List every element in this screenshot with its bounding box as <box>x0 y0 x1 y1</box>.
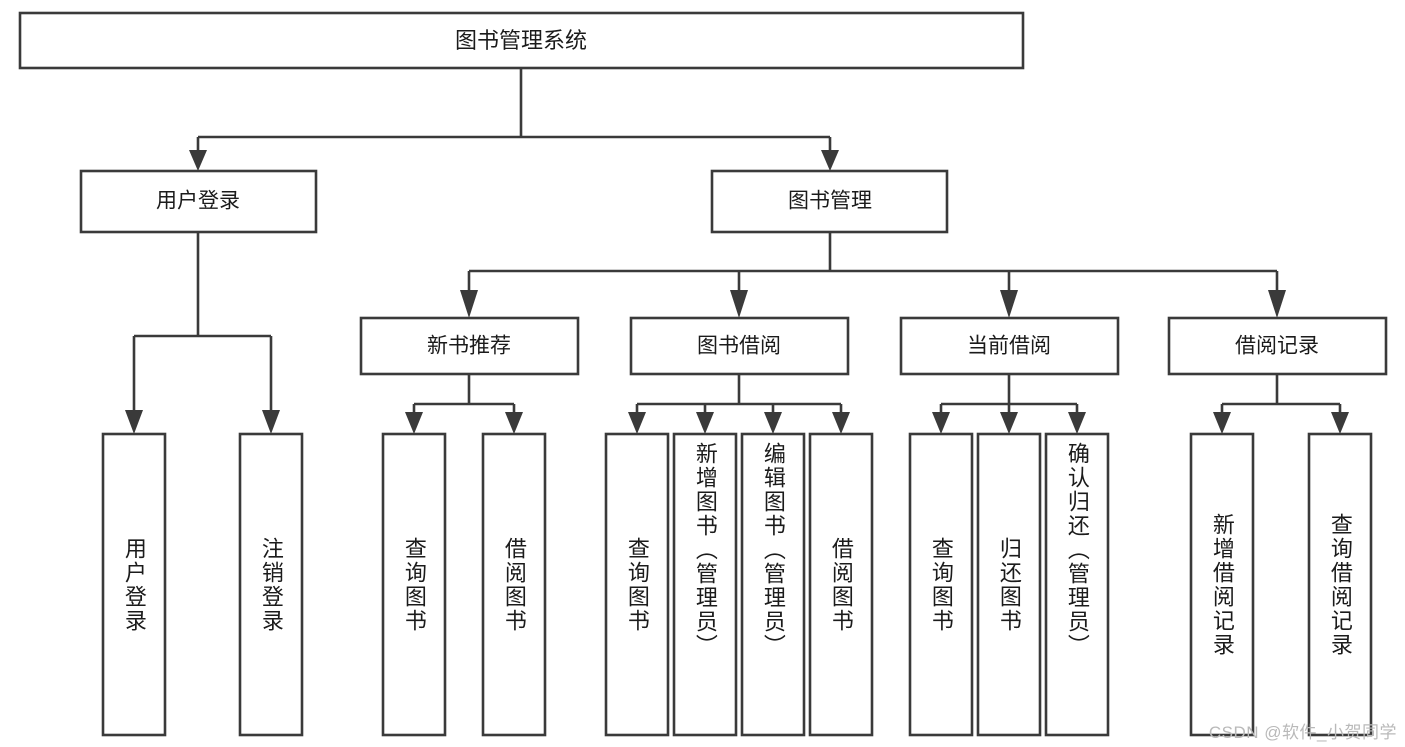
arrow-to-leaf-user-logout <box>262 410 280 434</box>
leaf-rect-user-login[interactable] <box>101 432 167 737</box>
node-current-borrow[interactable]: 当前借阅 <box>899 316 1120 376</box>
node-user-login-label: 用户登录 <box>156 190 240 213</box>
arrow-to-user-login <box>189 150 207 171</box>
leaf-rect-user-logout[interactable] <box>238 432 304 737</box>
arrow-to-leaf-confirm-return <box>1068 412 1086 434</box>
node-layer: 图书管理系统 用户登录 图书管理 新书推荐 图书借阅 当前 <box>18 11 1388 737</box>
leaf-rect-return-book[interactable] <box>976 432 1042 737</box>
arrow-to-leaf-borrow-book-2 <box>832 412 850 434</box>
node-book-borrow[interactable]: 图书借阅 <box>629 316 850 376</box>
leaf-rect-query-book-1[interactable] <box>381 432 447 737</box>
leaf-rect-add-record[interactable] <box>1189 432 1255 737</box>
arrow-to-book-borrow <box>730 290 748 318</box>
node-root[interactable]: 图书管理系统 <box>18 11 1025 70</box>
arrow-to-leaf-add-record <box>1213 412 1231 434</box>
node-new-book-recommend[interactable]: 新书推荐 <box>359 316 580 376</box>
arrow-to-leaf-query-book-2 <box>628 412 646 434</box>
csdn-watermark: CSDN @软件_小贺同学 <box>1208 723 1397 742</box>
leaf-rect-borrow-book-2[interactable] <box>808 432 874 737</box>
leaf-rect-borrow-book-1[interactable] <box>481 432 547 737</box>
arrow-to-leaf-query-book-3 <box>932 412 950 434</box>
arrow-to-book-manage <box>821 150 839 171</box>
leaf-rect-confirm-return[interactable] <box>1044 432 1110 737</box>
leaf-rect-query-book-2[interactable] <box>604 432 670 737</box>
node-user-login[interactable]: 用户登录 <box>79 169 318 234</box>
node-book-borrow-label: 图书借阅 <box>697 335 781 358</box>
connector-layer <box>125 68 1349 434</box>
arrow-to-leaf-query-book-1 <box>405 412 423 434</box>
leaf-rect-edit-book[interactable] <box>740 432 806 737</box>
node-root-label: 图书管理系统 <box>455 28 587 53</box>
arrow-to-leaf-query-record <box>1331 412 1349 434</box>
arrow-to-current-borrow <box>1000 290 1018 318</box>
leaf-rect-add-book[interactable] <box>672 432 738 737</box>
leaf-rect-query-book-3[interactable] <box>908 432 974 737</box>
arrow-to-borrow-record <box>1268 290 1286 318</box>
node-book-manage[interactable]: 图书管理 <box>710 169 949 234</box>
leaf-rect-query-record[interactable] <box>1307 432 1373 737</box>
node-borrow-record-label: 借阅记录 <box>1235 335 1319 358</box>
arrow-to-new-book-recommend <box>460 290 478 318</box>
node-new-book-recommend-label: 新书推荐 <box>427 335 511 358</box>
arrow-to-leaf-user-login <box>125 410 143 434</box>
arrow-to-leaf-edit-book <box>764 412 782 434</box>
arrow-to-leaf-add-book <box>696 412 714 434</box>
arrow-to-leaf-borrow-book-1 <box>505 412 523 434</box>
node-current-borrow-label: 当前借阅 <box>967 335 1051 358</box>
node-borrow-record[interactable]: 借阅记录 <box>1167 316 1388 376</box>
node-book-manage-label: 图书管理 <box>788 190 872 213</box>
arrow-to-leaf-return-book <box>1000 412 1018 434</box>
